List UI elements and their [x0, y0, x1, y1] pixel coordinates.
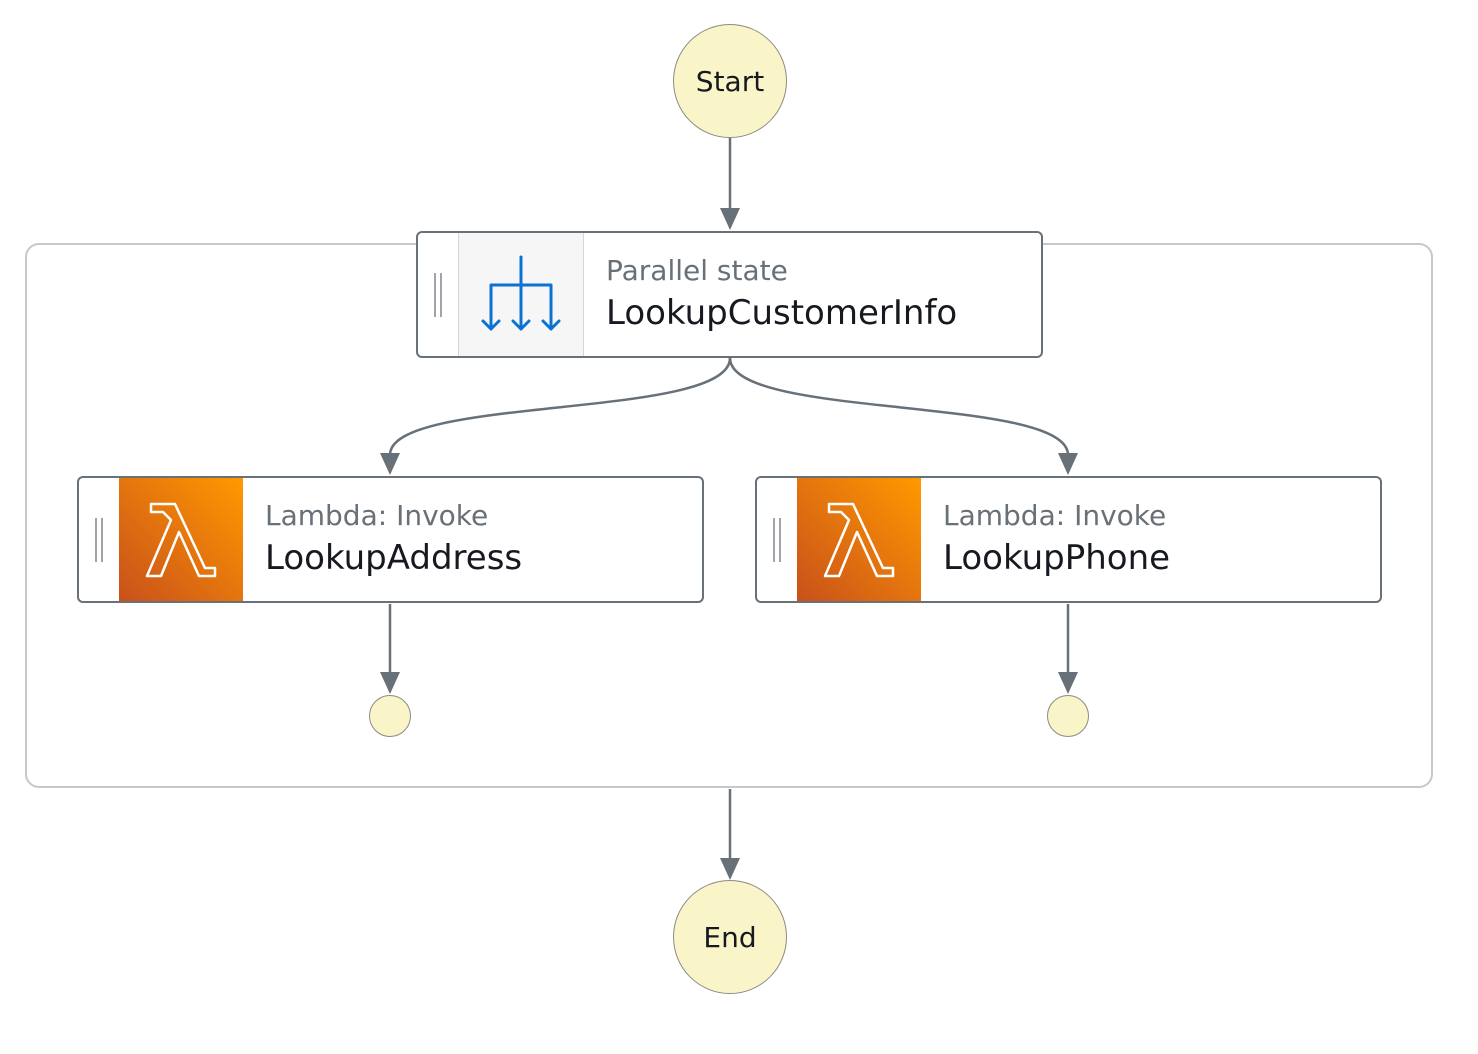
- arrowhead-parallel-to-lookupaddress: [380, 453, 400, 475]
- drag-handle[interactable]: [79, 478, 119, 601]
- arrowhead-lookupphone-to-branch-end: [1058, 672, 1078, 694]
- drag-handle[interactable]: [757, 478, 797, 601]
- parallel-branch-icon: [458, 233, 584, 356]
- lambda-icon: [797, 478, 921, 601]
- lambda-state-lookupaddress[interactable]: Lambda: Invoke LookupAddress: [77, 476, 704, 603]
- lambda-icon: [119, 478, 243, 601]
- lambda-state-lookupphone[interactable]: Lambda: Invoke LookupPhone: [755, 476, 1382, 603]
- branch-end-node-lookupaddress: [369, 695, 411, 737]
- end-label: End: [703, 920, 757, 954]
- state-name-label: LookupAddress: [265, 537, 523, 578]
- branch-end-node-lookupphone: [1047, 695, 1089, 737]
- state-type-label: Parallel state: [606, 253, 788, 287]
- parallel-state-lookupcustomerinfo[interactable]: Parallel state LookupCustomerInfo: [416, 231, 1043, 358]
- end-node[interactable]: End: [673, 880, 787, 994]
- state-type-label: Lambda: Invoke: [265, 498, 489, 532]
- start-label: Start: [695, 64, 765, 98]
- arrowhead-start-to-parallel: [720, 208, 740, 230]
- drag-handle[interactable]: [418, 233, 458, 356]
- state-name-label: LookupCustomerInfo: [606, 292, 958, 333]
- start-node[interactable]: Start: [673, 24, 787, 138]
- edge-parallel-to-lookupaddress: [388, 357, 732, 456]
- arrowhead-lookupaddress-to-branch-end: [380, 672, 400, 694]
- arrowhead-parallel-to-lookupphone: [1058, 453, 1078, 475]
- state-type-label: Lambda: Invoke: [943, 498, 1167, 532]
- arrowhead-parallel-to-end: [720, 858, 740, 880]
- state-name-label: LookupPhone: [943, 537, 1171, 578]
- edge-parallel-to-lookupphone: [728, 357, 1070, 456]
